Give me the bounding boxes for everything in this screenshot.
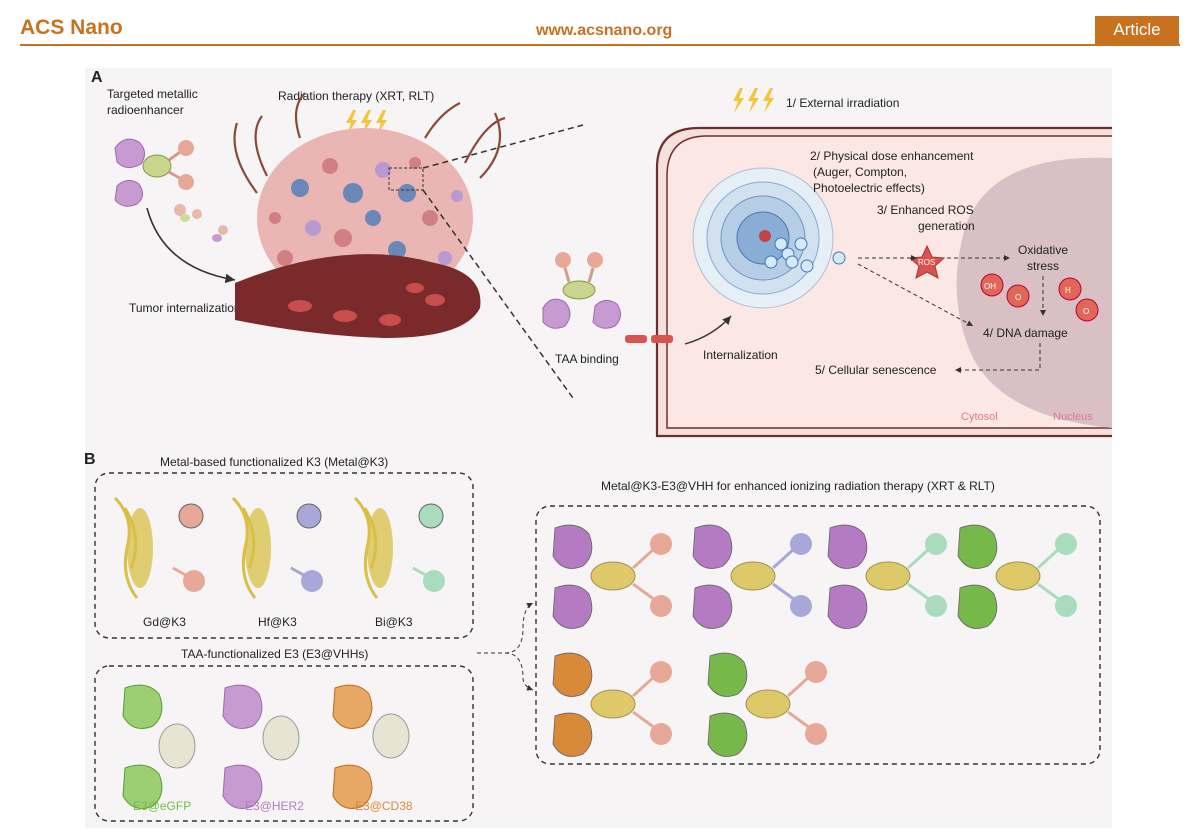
combo-title: Metal@K3-E3@VHH for enhanced ionizing ra… xyxy=(601,479,995,493)
step5-label: 5/ Cellular senescence xyxy=(815,363,937,377)
combo-cd38-gd xyxy=(552,652,672,757)
taa-binding-label: TAA binding xyxy=(555,352,619,366)
figure-graphic: A Targeted metallic radioenhancer Radiat… xyxy=(84,69,1112,822)
combo-her2-bi xyxy=(827,524,947,629)
step3-label-2: generation xyxy=(918,219,975,233)
o2-label-a: O xyxy=(1015,293,1021,302)
cytosol-label: Cytosol xyxy=(961,411,998,423)
connector-arrow-up xyxy=(477,602,534,654)
journal-name: ACS Nano xyxy=(20,16,123,39)
hf-k3-label: Hf@K3 xyxy=(258,615,297,629)
tumor-internalization-label: Tumor internalization xyxy=(129,301,241,315)
combo-her2-hf xyxy=(692,524,812,629)
panel-a-label: A xyxy=(91,69,103,86)
dose-enhancement-rings xyxy=(692,167,846,309)
bi-k3-label: Bi@K3 xyxy=(375,615,413,629)
gd-k3-structure xyxy=(113,496,205,599)
combo-her2-gd xyxy=(552,524,672,629)
ros-text: ROS xyxy=(918,258,935,267)
bi-k3-structure xyxy=(353,496,445,599)
oxidative-label-1: Oxidative xyxy=(1018,243,1068,257)
radiation-therapy-label: Radiation therapy (XRT, RLT) xyxy=(278,89,434,103)
e3-vhh-box xyxy=(94,665,474,822)
e3-cd38-label: E3@CD38 xyxy=(355,799,413,813)
combo-structures xyxy=(552,524,1077,757)
zoom-line-top xyxy=(422,124,584,169)
arrow-dna-to-senescence xyxy=(955,343,1041,373)
step3-label-1: 3/ Enhanced ROS xyxy=(877,203,974,217)
panel-b-label: B xyxy=(85,451,96,468)
e3-egfp-structure xyxy=(122,684,196,809)
internalization-label: Internalization xyxy=(703,348,778,362)
header-rule xyxy=(20,44,1180,46)
e3-cd38-structure xyxy=(332,684,410,809)
e3-egfp-label: E3@eGFP xyxy=(133,799,191,813)
combo-egfp-gd xyxy=(707,652,827,757)
metal-k3-title: Metal-based functionalized K3 (Metal@K3) xyxy=(160,455,388,469)
lightning-bolts-tumor xyxy=(346,110,387,135)
connector-arrow-down xyxy=(504,652,534,691)
nucleus-label: Nucleus xyxy=(1053,411,1093,423)
lightning-bolts-cell xyxy=(733,88,774,113)
step2-label-3: Photoelectric effects) xyxy=(813,181,925,195)
internalization-arrow xyxy=(684,315,732,345)
e3-her2-label: E3@HER2 xyxy=(245,799,304,813)
metal-k3-box xyxy=(94,472,474,639)
article-type-badge: Article xyxy=(1095,16,1179,44)
journal-website[interactable]: www.acsnano.org xyxy=(536,22,673,39)
oh-label: OH xyxy=(984,282,996,291)
arrow-to-dna xyxy=(857,263,974,327)
step4-label: 4/ DNA damage xyxy=(983,326,1068,340)
blood-vessel xyxy=(235,254,481,338)
step2-label-2: (Auger, Compton, xyxy=(813,165,907,179)
ros-species: OH O H O xyxy=(980,273,1099,322)
radioenhancer-molecule xyxy=(114,138,228,242)
hf-k3-structure xyxy=(231,496,323,599)
taa-binding-antibody xyxy=(542,252,673,343)
gd-k3-label: Gd@K3 xyxy=(143,615,186,629)
oxidative-label-2: stress xyxy=(1027,259,1059,273)
page-header: ACS Nano www.acsnano.org Article xyxy=(0,0,1200,50)
h2o2-label: H xyxy=(1065,286,1071,295)
zoom-line-bottom xyxy=(422,189,574,399)
o2-label-b: O xyxy=(1083,307,1089,316)
targeted-label: Targeted metallic xyxy=(107,87,198,101)
step1-label: 1/ External irradiation xyxy=(786,96,899,110)
e3-her2-structure xyxy=(222,684,300,809)
step2-label-1: 2/ Physical dose enhancement xyxy=(810,149,974,163)
radioenhancer-label: radioenhancer xyxy=(107,103,184,117)
nucleus xyxy=(956,157,1112,428)
e3-vhh-title: TAA-functionalized E3 (E3@VHHs) xyxy=(181,647,368,661)
figure: A Targeted metallic radioenhancer Radiat… xyxy=(84,68,1112,828)
combo-egfp-bi xyxy=(957,524,1077,629)
tumor-internalization-arrow xyxy=(146,207,236,284)
